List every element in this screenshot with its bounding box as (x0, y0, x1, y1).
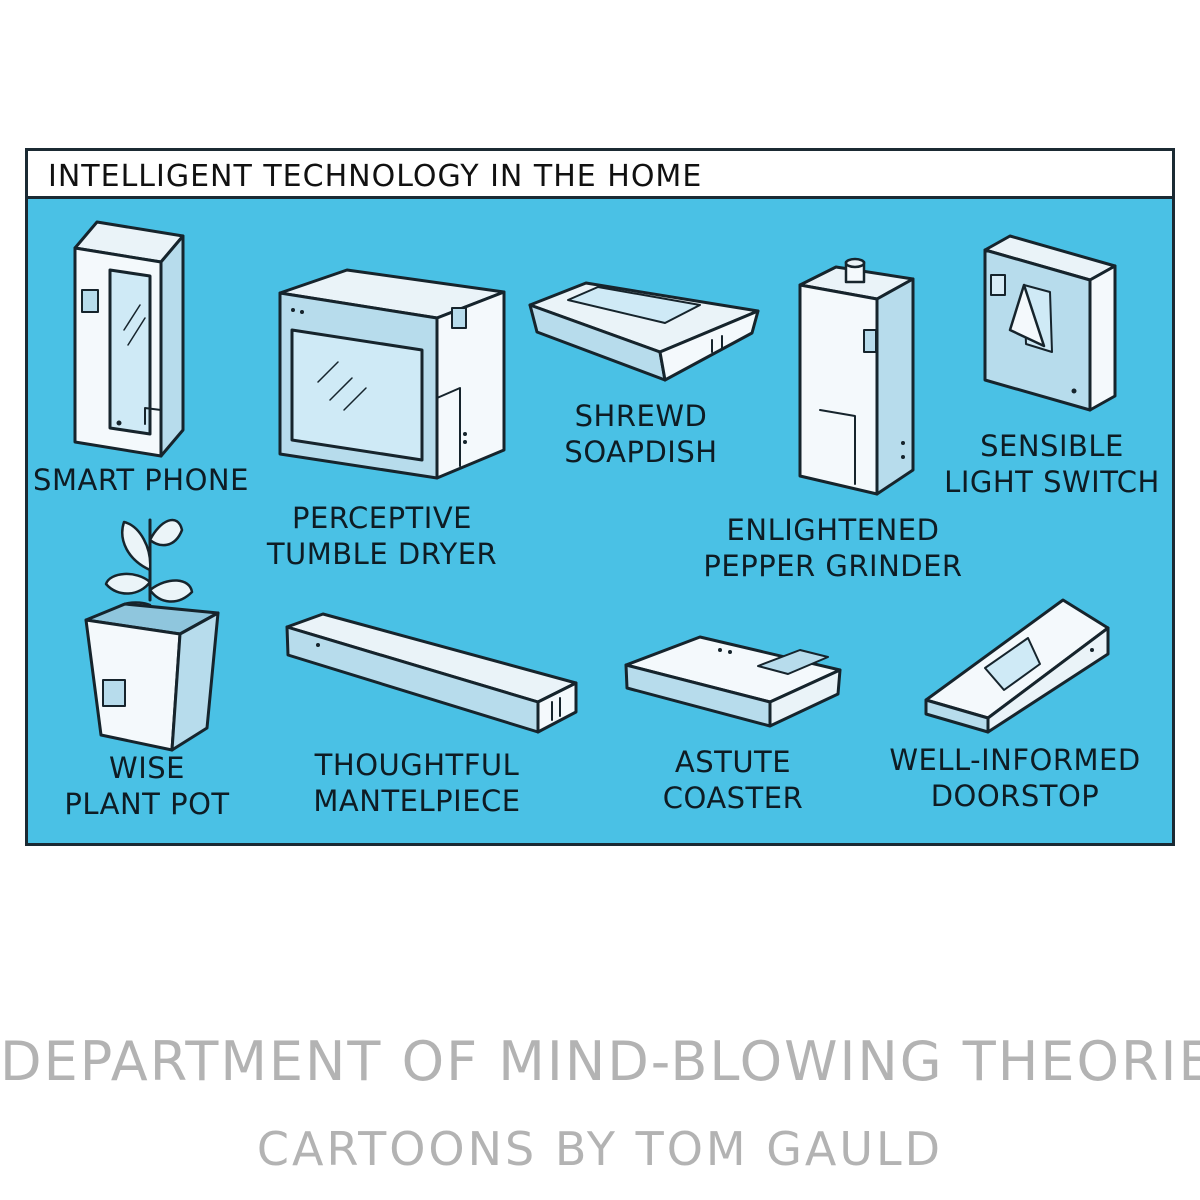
smartphone-illustration (73, 220, 185, 458)
tumble-dryer-illustration (278, 268, 506, 480)
label-line: WELL-INFORMED (889, 743, 1141, 777)
label-doorstop: WELL-INFORMED DOORSTOP (889, 742, 1140, 814)
footer-title: DEPARTMENT OF MIND-BLOWING THEORIES (0, 1030, 1200, 1093)
soapdish-illustration (528, 281, 760, 382)
coaster-illustration (624, 635, 842, 728)
label-pepper-grinder: ENLIGHTENED PEPPER GRINDER (703, 512, 962, 584)
label-line: SENSIBLE (980, 429, 1124, 463)
label-smartphone: SMART PHONE (33, 462, 249, 498)
label-line: PERCEPTIVE (291, 501, 472, 535)
pepper-grinder-illustration (798, 257, 915, 496)
label-line: MANTELPIECE (313, 784, 521, 818)
label-line: SMART PHONE (33, 463, 249, 497)
label-line: LIGHT SWITCH (944, 465, 1160, 499)
panel-title: INTELLIGENT TECHNOLOGY IN THE HOME (48, 159, 703, 194)
plant-pot-illustration (84, 518, 220, 752)
label-soapdish: SHREWD SOAPDISH (564, 398, 717, 470)
label-line: PEPPER GRINDER (703, 549, 963, 583)
doorstop-illustration (924, 598, 1110, 734)
label-line: PLANT POT (64, 787, 230, 821)
label-plant-pot: WISE PLANT POT (64, 750, 229, 822)
mantelpiece-illustration (285, 612, 578, 734)
label-line: WISE (109, 751, 185, 785)
label-mantelpiece: THOUGHTFUL MANTELPIECE (313, 747, 520, 819)
label-coaster: ASTUTE COASTER (663, 744, 804, 816)
label-tumble-dryer: PERCEPTIVE TUMBLE DRYER (267, 500, 497, 572)
label-light-switch: SENSIBLE LIGHT SWITCH (944, 428, 1160, 500)
label-line: ASTUTE (674, 745, 792, 779)
label-line: THOUGHTFUL (314, 748, 520, 782)
label-line: DOORSTOP (930, 779, 1100, 813)
light-switch-illustration (983, 234, 1117, 412)
label-line: ENLIGHTENED (726, 513, 940, 547)
label-line: COASTER (662, 781, 804, 815)
caption-bar: INTELLIGENT TECHNOLOGY IN THE HOME (28, 151, 1172, 199)
footer-credit: CARTOONS BY TOM GAULD (256, 1122, 944, 1176)
label-line: SHREWD (574, 399, 708, 433)
label-line: SOAPDISH (564, 435, 718, 469)
cartoon-panel: INTELLIGENT TECHNOLOGY IN THE HOME (25, 148, 1175, 846)
label-line: TUMBLE DRYER (266, 537, 498, 571)
